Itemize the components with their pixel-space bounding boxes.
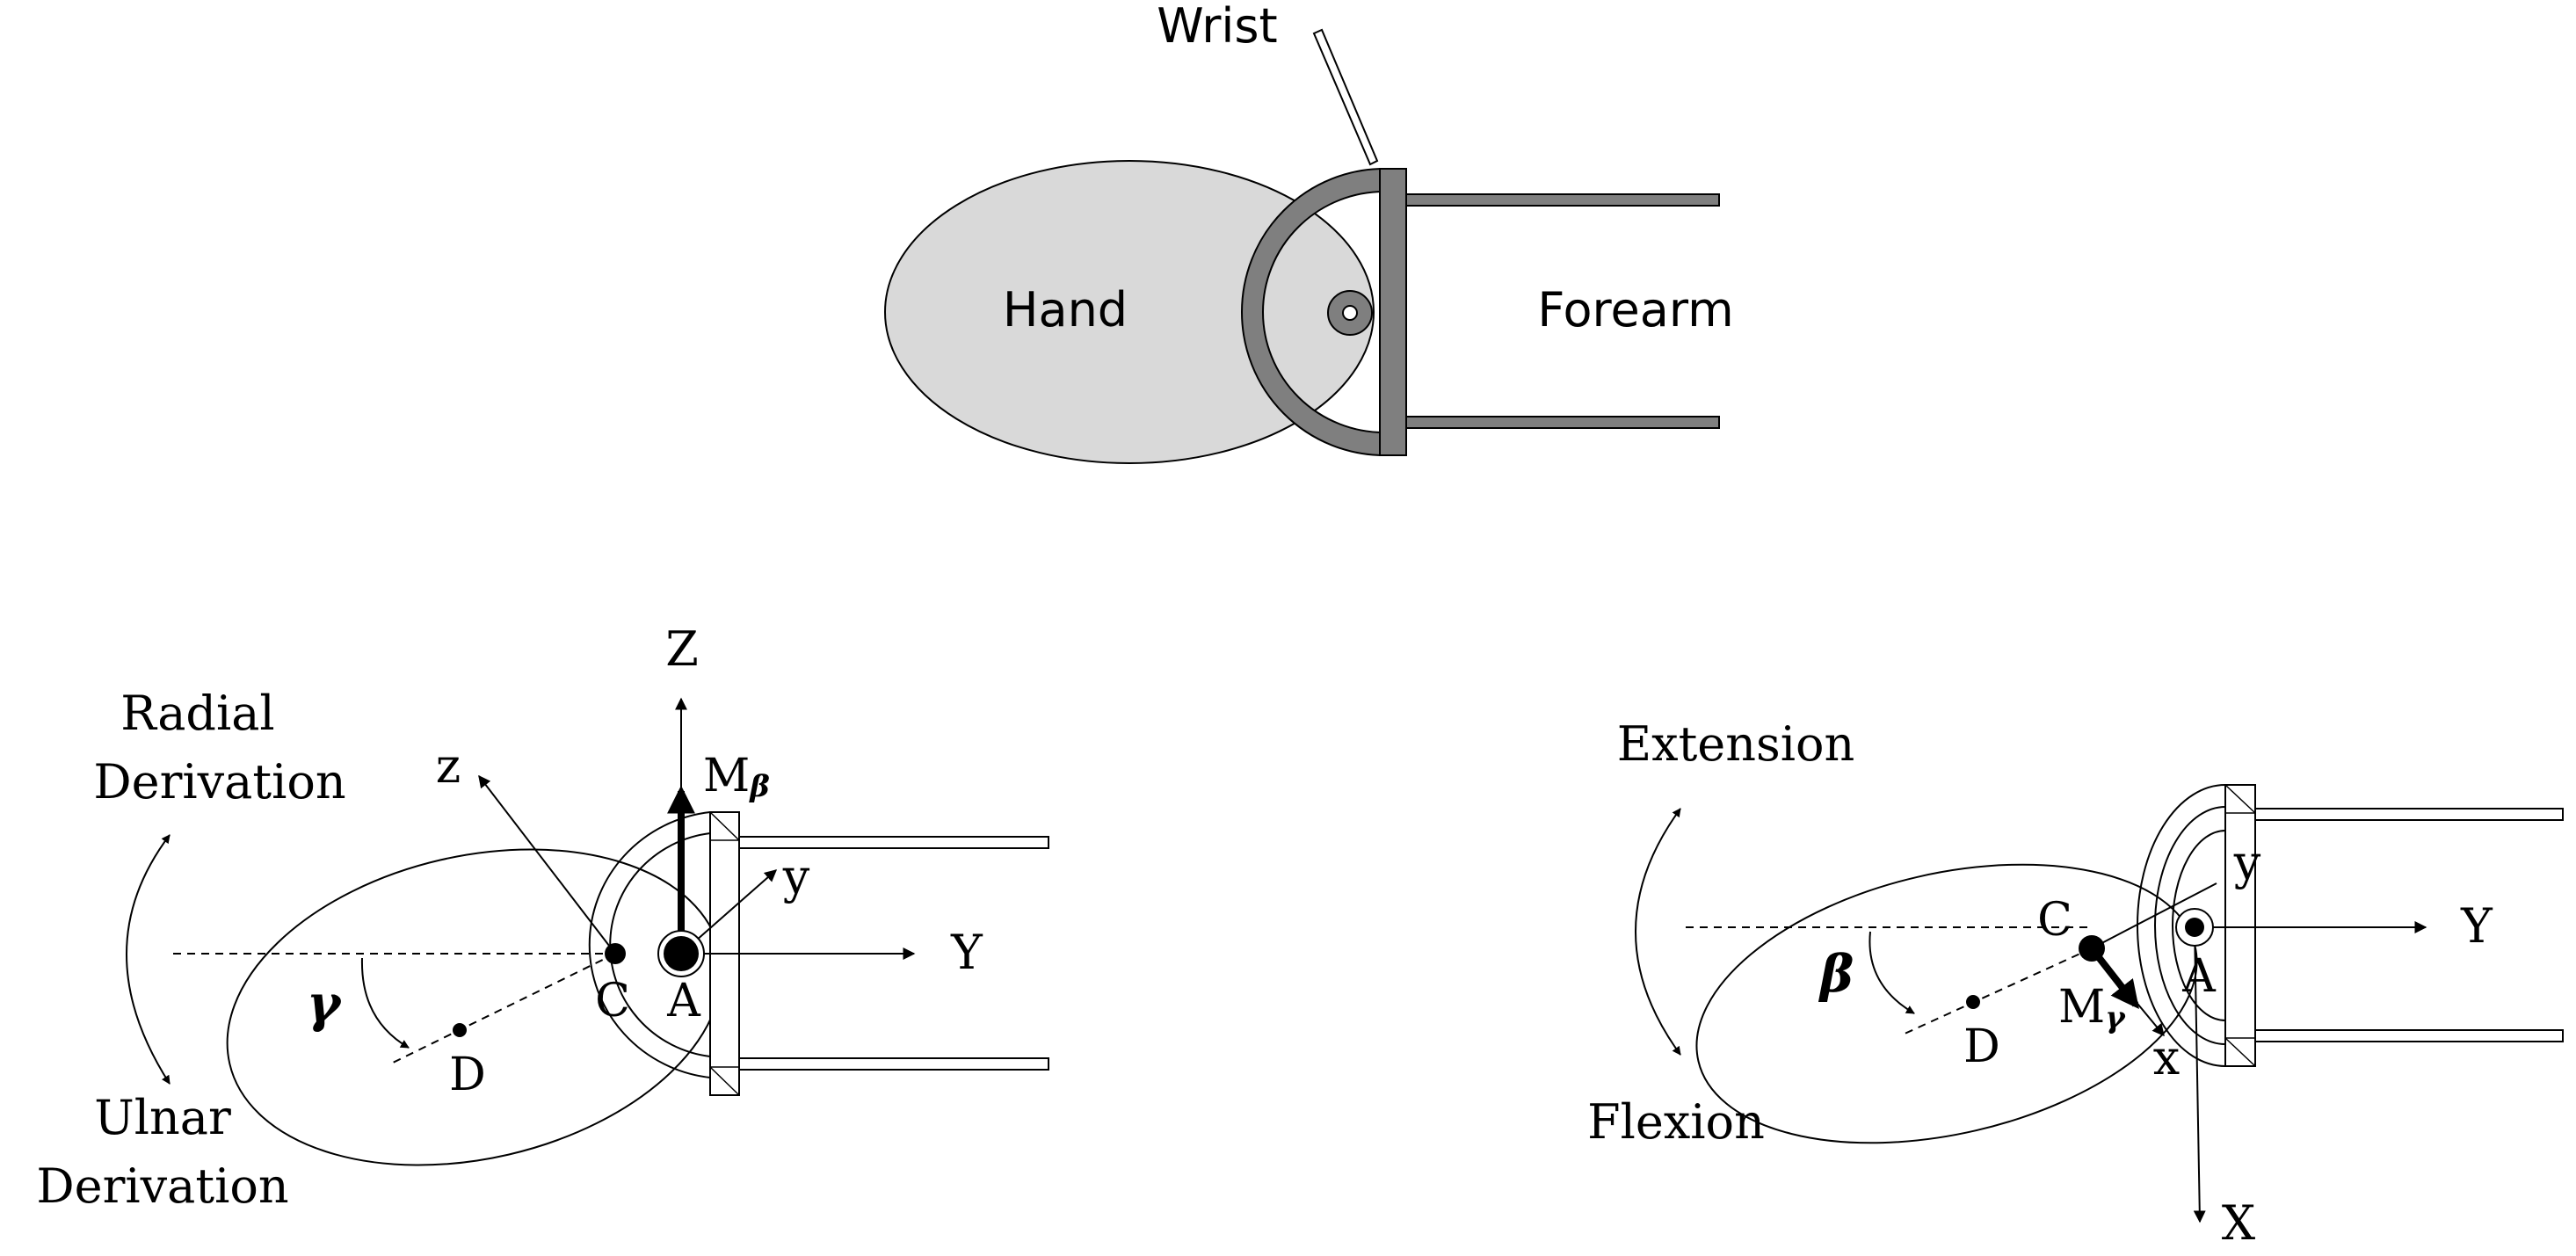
- right-forearm-bar-top: [2254, 808, 2564, 821]
- left-deviation-arrow: [126, 834, 171, 1085]
- left-moment-label: Mβ: [703, 750, 770, 804]
- right-figure: β Extension Flexion D C A y Y x X Mγ: [1587, 716, 2564, 1251]
- left-ulnar-line2: Derivation: [36, 1158, 288, 1214]
- right-brace-arc-inner: [2172, 830, 2226, 1021]
- left-label-C: C: [595, 975, 630, 1027]
- left-ulnar-line1: Ulnar: [94, 1090, 231, 1145]
- left-radial-line2: Derivation: [93, 754, 345, 810]
- left-forearm-bar-top: [738, 836, 1049, 849]
- right-axis-x-label: x: [2153, 1030, 2180, 1085]
- wrist-joint-inner: [1342, 305, 1358, 321]
- left-gamma-arc: [360, 957, 410, 1049]
- left-brace-arc-outer: [588, 811, 711, 1078]
- right-inclined-dashed: [1902, 947, 2093, 1035]
- right-forearm-bar-bottom: [2254, 1029, 2564, 1042]
- forearm-label: Forearm: [1537, 282, 1733, 338]
- left-point-C: [605, 943, 626, 964]
- left-axis-y-label: y: [782, 849, 810, 904]
- right-point-D: [1966, 995, 1980, 1009]
- left-point-D: [453, 1023, 467, 1037]
- right-moment-label: Mγ: [2058, 981, 2126, 1035]
- left-axis-Y-label: Y: [950, 925, 983, 980]
- right-axis-X: [2193, 926, 2206, 1223]
- right-beta-arc: [1869, 931, 1915, 1014]
- right-label-C: C: [2037, 894, 2072, 947]
- right-point-A: [2185, 918, 2204, 937]
- right-axis-X-label: X: [2222, 1195, 2256, 1251]
- hand-shape: [884, 160, 1375, 464]
- right-flexion-arrow: [1635, 808, 1681, 1056]
- forearm-bar-top: [1405, 193, 1720, 207]
- right-label-A: A: [2181, 950, 2217, 1003]
- right-label-D: D: [1963, 1020, 2000, 1073]
- right-flexion-label: Flexion: [1587, 1094, 1765, 1150]
- left-gamma-symbol: γ: [307, 974, 343, 1034]
- left-inclined-dashed: [390, 953, 616, 1064]
- left-axis-z-label: z: [436, 738, 461, 794]
- wrist-label: Wrist: [1157, 0, 1277, 54]
- right-point-C: [2079, 935, 2105, 962]
- right-beta-symbol: β: [1818, 944, 1854, 1004]
- left-forearm-bar-bottom: [738, 1057, 1049, 1071]
- right-inclined-line: [2091, 882, 2217, 949]
- left-figure: γ Radial Derivation Ulnar Derivation D C…: [36, 621, 1049, 1214]
- wrist-pointer: [1312, 28, 1379, 166]
- right-axis-y-label: y: [2233, 835, 2261, 890]
- right-axis-Y-label: Y: [2460, 898, 2493, 954]
- left-point-A: [664, 936, 699, 971]
- left-axis-Z-label: Z: [665, 621, 699, 677]
- right-brace-arc-mid: [2154, 806, 2226, 1045]
- top-figure: Wrist Hand Forearm: [884, 0, 1734, 464]
- left-axis-z: [478, 774, 616, 955]
- left-label-A: A: [666, 975, 701, 1027]
- left-radial-line1: Radial: [120, 686, 274, 741]
- right-brace-plate: [2224, 784, 2256, 1067]
- left-label-D: D: [449, 1049, 486, 1101]
- hand-label: Hand: [1003, 282, 1128, 338]
- forearm-bar-bottom: [1405, 416, 1720, 429]
- wrist-brace-plate: [1379, 168, 1407, 456]
- right-extension-label: Extension: [1617, 716, 1855, 772]
